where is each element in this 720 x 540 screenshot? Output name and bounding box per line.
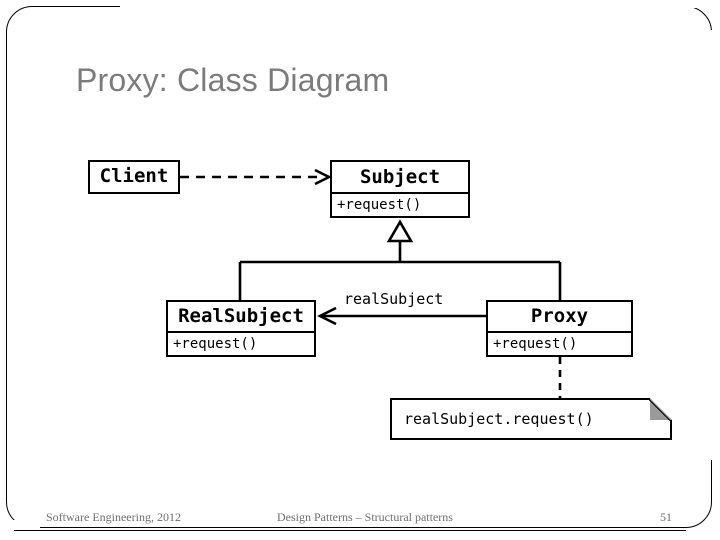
uml-class-name: Proxy bbox=[530, 305, 589, 327]
uml-class-operation: +request() bbox=[332, 192, 468, 217]
generalization-tree bbox=[238, 219, 562, 300]
uml-class-name: Subject bbox=[359, 166, 441, 188]
uml-note-body bbox=[390, 398, 672, 440]
uml-class-realsubject[interactable]: RealSubject +request() bbox=[166, 300, 316, 357]
footer-divider bbox=[14, 530, 686, 531]
dependency-client-to-subject bbox=[180, 168, 332, 186]
uml-note-fold-edge-icon bbox=[648, 398, 672, 422]
uml-class-name: Client bbox=[99, 165, 169, 187]
uml-note-text: realSubject.request() bbox=[404, 410, 594, 428]
frame-mask-top bbox=[120, 0, 720, 8]
uml-class-name: RealSubject bbox=[178, 305, 304, 327]
uml-class-proxy[interactable]: Proxy +request() bbox=[486, 300, 633, 357]
uml-class-operation: +request() bbox=[168, 331, 314, 356]
uml-class-operation: +request() bbox=[488, 331, 631, 356]
uml-class-subject[interactable]: Subject +request() bbox=[330, 160, 470, 218]
frame-mask-right bbox=[711, 30, 720, 460]
footer-page-number: 51 bbox=[660, 510, 672, 524]
footer-center-text: Design Patterns – Structural patterns bbox=[277, 510, 453, 524]
association-label-realsubject: realSubject bbox=[344, 290, 444, 308]
page-title: Proxy: Class Diagram bbox=[76, 62, 390, 98]
uml-note[interactable]: realSubject.request() bbox=[390, 398, 672, 440]
association-proxy-to-realsubject bbox=[317, 306, 486, 326]
uml-class-client[interactable]: Client bbox=[88, 160, 180, 194]
footer-left-text: Software Engineering, 2012 bbox=[46, 510, 181, 524]
